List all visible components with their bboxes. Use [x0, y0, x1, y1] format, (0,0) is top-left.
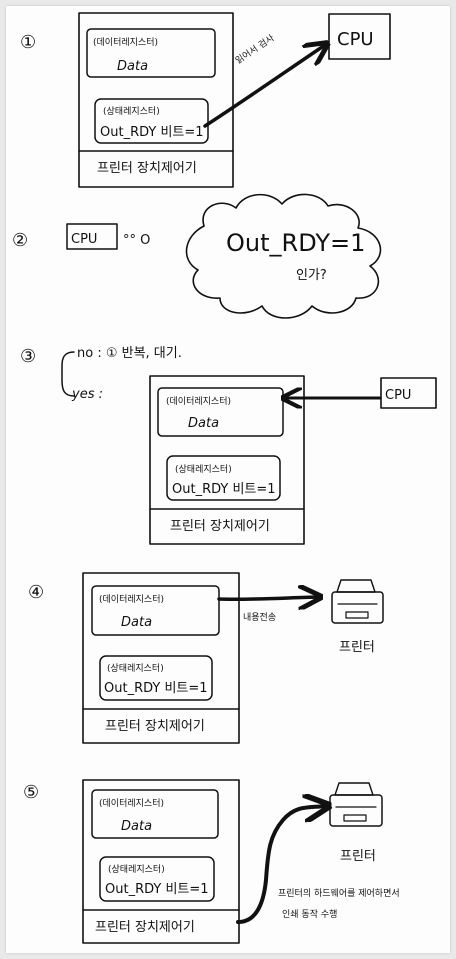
data-value-1: Data — [117, 59, 148, 74]
status-register-label-3: (상태레지스터) — [175, 464, 232, 475]
printer-icon-5 — [329, 782, 383, 827]
controller-label-3: 프린터 장치제어기 — [170, 519, 270, 534]
cpu-label-1: CPU — [337, 29, 374, 50]
printer-label-4: 프린터 — [339, 640, 375, 655]
controller-block-4: (데이터레지스터) Data (상태레지스터) Out_RDY 비트=1 프린터… — [82, 572, 240, 744]
data-register-label-4: (데이터레지스터) — [99, 594, 164, 605]
controller-label-4: 프린터 장치제어기 — [105, 719, 205, 734]
controller-block-3: (데이터레지스터) Data (상태레지스터) Out_RDY 비트=1 프린터… — [149, 375, 305, 545]
controller-label-1: 프린터 장치제어기 — [97, 161, 197, 176]
cloud-question-line-1: Out_RDY=1 — [226, 229, 365, 257]
data-value-3: Data — [188, 416, 219, 431]
send-content-label: 내용전송 — [243, 612, 276, 623]
decision-bracket — [61, 351, 75, 397]
read-check-arrow: 읽어서 검사 — [203, 31, 325, 128]
printer-icon-4 — [331, 579, 384, 624]
send-content-arrow: 내용전송 — [217, 597, 318, 623]
cpu-box-1: CPU — [328, 13, 391, 60]
thought-dots: °° O — [123, 233, 150, 248]
cpu-label-3: CPU — [385, 388, 411, 403]
cpu-label-2: CPU — [71, 232, 97, 247]
status-register-label-4: (상태레지스터) — [107, 663, 164, 674]
status-bit-1: Out_RDY 비트=1 — [100, 125, 204, 140]
cpu-box-2: CPU — [66, 223, 118, 250]
data-register-label-1: (데이터레지스터) — [93, 37, 158, 48]
data-value-4: Data — [121, 615, 152, 630]
status-bit-4: Out_RDY 비트=1 — [104, 681, 208, 696]
data-register-label-5: (데이터레지스터) — [99, 798, 164, 809]
branch-yes: yes : — [71, 387, 103, 402]
data-value-5: Data — [121, 819, 152, 834]
status-bit-3: Out_RDY 비트=1 — [172, 482, 276, 497]
read-check-label: 읽어서 검사 — [233, 31, 277, 66]
status-register-label-1: (상태레지스터) — [103, 106, 160, 117]
step-number-2: ② — [12, 230, 28, 251]
printer-label-5: 프린터 — [340, 849, 376, 864]
step-number-3: ③ — [20, 346, 36, 367]
step-number-5: ⑤ — [23, 782, 39, 803]
hardware-control-note-line-2: 인쇄 동작 수행 — [282, 908, 337, 920]
data-register-label-3: (데이터레지스터) — [166, 396, 231, 407]
cpu-box-3: CPU — [380, 377, 437, 409]
thought-cloud: Out_RDY=1 인가? — [185, 193, 382, 319]
branch-no: no : ① 반복, 대기. — [77, 346, 182, 361]
controller-block-1: (데이터레지스터) Data (상태레지스터) Out_RDY 비트=1 프린터… — [78, 12, 234, 188]
controller-block-5: (데이터레지스터) Data (상태레지스터) Out_RDY 비트=1 프린터… — [82, 779, 240, 944]
status-register-label-5: (상태레지스터) — [108, 864, 165, 875]
step-number-4: ④ — [28, 582, 44, 603]
hardware-control-note-line-1: 프린터의 하드웨어를 제어하면서 — [278, 887, 400, 899]
controller-label-5: 프린터 장치제어기 — [95, 920, 195, 935]
step-number-1: ① — [20, 32, 36, 53]
cloud-question-line-2: 인가? — [296, 268, 327, 283]
hardware-control-arrow — [236, 806, 326, 924]
status-bit-5: Out_RDY 비트=1 — [105, 882, 209, 897]
